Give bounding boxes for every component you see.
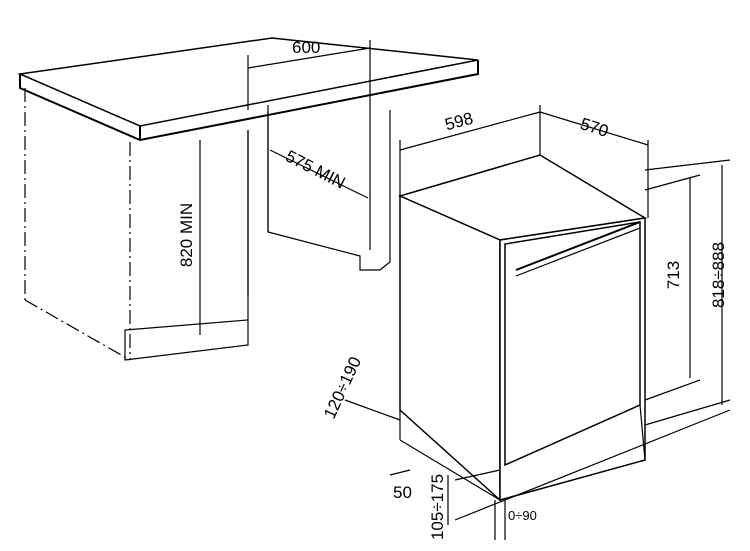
label-body-height: 713 [664, 260, 684, 290]
label-plinth-height: 105÷175 [428, 473, 448, 541]
label-worktop-width: 600 [292, 38, 321, 57]
dishwasher [397, 154, 648, 502]
label-door-adjust: 0÷90 [508, 508, 537, 523]
label-cavity-height: 820 MIN [177, 202, 197, 268]
dimension-lines-appliance [344, 105, 731, 540]
cabinet [24, 88, 391, 361]
worktop [17, 37, 479, 142]
label-total-height: 818÷888 [709, 241, 729, 309]
dimension-lines-cabinet [199, 40, 371, 335]
label-plinth-offset: 50 [393, 483, 412, 502]
